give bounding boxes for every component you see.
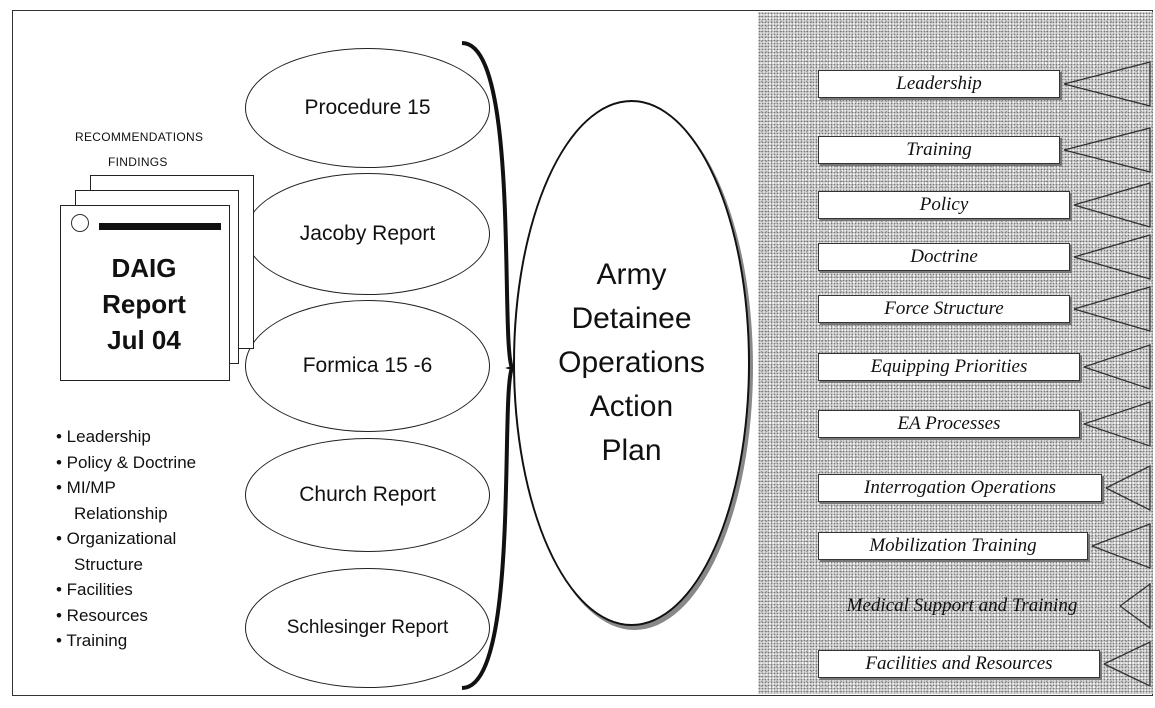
- issue-item: • MI/MP: [56, 478, 116, 497]
- recommendations-caption: RECOMMENDATIONS: [75, 130, 204, 144]
- output-label: Medical Support and Training: [846, 595, 1078, 616]
- output-box-medical-support: Medical Support and Training: [796, 592, 1128, 620]
- report-label: Jacoby Report: [299, 222, 436, 245]
- seal-icon: [71, 214, 89, 232]
- report-oval-church: Church Report: [245, 438, 490, 552]
- output-arrow-line: [1119, 582, 1151, 630]
- output-box-facilities-resources: Facilities and Resources: [818, 650, 1100, 678]
- issue-item: Relationship: [74, 503, 168, 523]
- output-box-ea-processes: EA Processes: [818, 410, 1080, 438]
- report-oval-procedure-15: Procedure 15: [245, 48, 490, 168]
- output-box-policy: Policy: [818, 191, 1070, 219]
- output-label: Mobilization Training: [869, 535, 1037, 556]
- findings-caption: FINDINGS: [108, 155, 168, 169]
- issue-item: • Facilities: [56, 580, 133, 599]
- issue-item: • Training: [56, 631, 128, 650]
- output-arrow-lines: [1063, 61, 1151, 688]
- output-arrow-line: [1063, 127, 1151, 173]
- output-box-equipping-priorities: Equipping Priorities: [818, 353, 1080, 381]
- output-arrow-line: [1073, 234, 1151, 280]
- daig-report-title: DAIG Report Jul 04: [102, 253, 186, 355]
- output-arrow-line: [1103, 640, 1151, 688]
- issue-item: • Policy & Doctrine: [56, 452, 197, 472]
- issue-item: • Organizational: [56, 529, 177, 548]
- halftone-panel: [758, 12, 1153, 694]
- output-arrow-line: [1073, 286, 1151, 332]
- output-box-force-structure: Force Structure: [818, 295, 1070, 323]
- report-oval-formica: Formica 15 -6: [245, 300, 490, 432]
- issues-list: • Leadership • Policy & Doctrine • MI/MP Re…: [56, 424, 196, 654]
- report-label: Formica 15 -6: [302, 354, 433, 377]
- issue-item: Structure: [74, 554, 143, 574]
- output-label: Force Structure: [884, 298, 1004, 319]
- report-label: Church Report: [299, 483, 436, 506]
- output-arrow-line: [1105, 464, 1151, 512]
- action-plan-oval: Army Detainee Operations Action Plan: [513, 100, 750, 626]
- output-label: Training: [906, 139, 972, 160]
- output-label: Leadership: [896, 73, 982, 94]
- output-arrow-line: [1063, 61, 1151, 107]
- report-oval-jacoby: Jacoby Report: [245, 173, 490, 295]
- output-label: Policy: [919, 194, 969, 215]
- output-arrow-line: [1083, 401, 1151, 447]
- report-label: Procedure 15: [304, 96, 431, 119]
- output-arrow-line: [1073, 182, 1151, 228]
- output-label: Facilities and Resources: [865, 653, 1053, 674]
- output-arrow-line: [1083, 344, 1151, 390]
- output-box-leadership: Leadership: [818, 70, 1060, 98]
- output-arrow-line: [1091, 523, 1151, 569]
- output-label: Equipping Priorities: [870, 356, 1028, 377]
- output-box-interrogation-operations: Interrogation Operations: [818, 474, 1102, 502]
- issue-item: • Leadership: [56, 427, 151, 446]
- output-box-training: Training: [818, 136, 1060, 164]
- output-box-doctrine: Doctrine: [818, 243, 1070, 271]
- issue-item: • Resources: [56, 605, 148, 625]
- output-box-mobilization-training: Mobilization Training: [818, 532, 1088, 560]
- document-page-front: [60, 205, 230, 381]
- output-label: Interrogation Operations: [864, 477, 1056, 498]
- output-label: EA Processes: [897, 413, 1001, 434]
- report-oval-schlesinger: Schlesinger Report: [245, 568, 490, 688]
- action-plan-title: Army Detainee Operations Action Plan: [558, 258, 705, 467]
- report-label: Schlesinger Report: [286, 617, 449, 638]
- document-header-bar: [99, 223, 221, 230]
- output-label: Doctrine: [910, 246, 978, 267]
